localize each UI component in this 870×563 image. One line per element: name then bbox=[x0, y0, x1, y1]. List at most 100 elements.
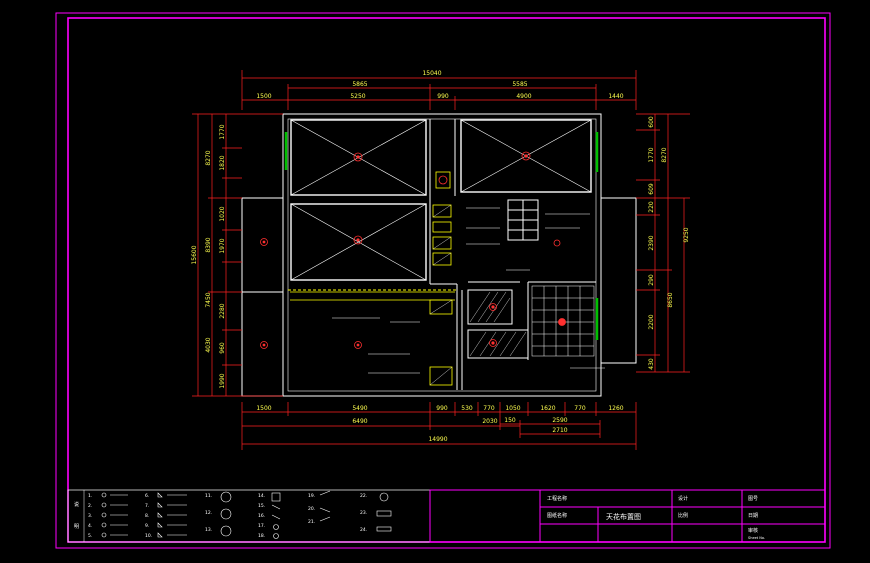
dim-right-mid-2: 8650 bbox=[667, 292, 674, 307]
tb-label-f: 日期 bbox=[748, 513, 758, 519]
legend-num-21: 21. bbox=[308, 519, 315, 525]
dimension-texts: 15040 5865 5585 1500 5250 990 4900 1440 … bbox=[191, 70, 690, 443]
legend-num-6: 6. bbox=[145, 493, 149, 499]
legend-num-5: 5. bbox=[88, 533, 92, 539]
ceiling-lights bbox=[260, 151, 566, 349]
legend-num-4: 4. bbox=[88, 523, 92, 529]
legend-num-2: 2. bbox=[88, 503, 92, 509]
title-block bbox=[429, 489, 826, 543]
legend-num-10: 10. bbox=[145, 533, 152, 539]
legend-num-24: 24. bbox=[360, 527, 367, 533]
dim-bottom-mid-1: 6490 bbox=[352, 418, 367, 425]
dim-right-detail-8: 430 bbox=[648, 358, 655, 370]
outer-frame bbox=[55, 12, 831, 549]
room-top-left bbox=[290, 119, 427, 196]
dim-right-detail-7: 2200 bbox=[648, 314, 655, 329]
legend-num-18: 18. bbox=[258, 533, 265, 539]
dim-top-mid-2: 5585 bbox=[512, 81, 527, 88]
dim-right-detail-1: 600 bbox=[648, 116, 655, 128]
floor-plan bbox=[241, 113, 637, 397]
tb-label-d: 比例 bbox=[678, 512, 688, 519]
corridor-fixtures bbox=[290, 171, 455, 386]
legend-panel: 说 明 bbox=[67, 489, 431, 543]
legend-num-8: 8. bbox=[145, 513, 149, 519]
bath-small bbox=[467, 289, 513, 325]
legend-num-11: 11. bbox=[205, 493, 212, 499]
tb-label-h: Sheet No. bbox=[748, 536, 765, 540]
legend-num-3: 3. bbox=[88, 513, 92, 519]
legend-num-9: 9. bbox=[145, 523, 149, 529]
dim-top-detail-1: 1500 bbox=[256, 93, 271, 100]
annotation-marks bbox=[332, 207, 605, 374]
room-top-right bbox=[460, 119, 592, 193]
room-middle-left bbox=[290, 203, 427, 281]
legend-label-2: 明 bbox=[74, 524, 79, 530]
tb-label-b: 图纸名称 bbox=[547, 512, 567, 519]
dim-bottom-mid-3: 2590 bbox=[552, 417, 567, 424]
fixture-hatching bbox=[429, 204, 453, 386]
dim-left-detail-7: 960 bbox=[219, 342, 226, 354]
legend-num-17: 17. bbox=[258, 523, 265, 529]
dim-bottom-detail-7: 1620 bbox=[540, 405, 555, 412]
dim-right-detail-4: 220 bbox=[648, 201, 655, 213]
dim-bottom-sub: 2710 bbox=[552, 427, 567, 434]
windows bbox=[284, 132, 599, 340]
legend-num-15: 15. bbox=[258, 503, 265, 509]
legend-label-1: 说 bbox=[74, 501, 79, 508]
legend-num-20: 20. bbox=[308, 506, 315, 512]
dim-left-detail-4: 1970 bbox=[219, 238, 226, 253]
dim-right-mid-1: 8270 bbox=[661, 147, 668, 162]
legend-num-12: 12. bbox=[205, 510, 212, 516]
dim-left-mid-2: 8390 bbox=[205, 237, 212, 252]
legend-num-1: 1. bbox=[88, 493, 92, 499]
dim-left-mid-1: 8270 bbox=[205, 150, 212, 165]
dim-left-overall: 15600 bbox=[191, 245, 198, 264]
legend-num-19: 19. bbox=[308, 493, 315, 499]
dim-bottom-detail-8: 770 bbox=[574, 405, 586, 412]
dim-left-detail-6: 4030 bbox=[205, 337, 212, 352]
dim-left-detail-5: 2280 bbox=[219, 303, 226, 318]
dim-top-detail-2: 5250 bbox=[350, 93, 365, 100]
dim-top-detail-5: 1440 bbox=[608, 93, 623, 100]
tb-label-c: 设计 bbox=[678, 495, 688, 502]
dim-right-detail-6: 290 bbox=[648, 274, 655, 286]
dim-right-detail-5: 2390 bbox=[648, 235, 655, 250]
legend-num-16: 16. bbox=[258, 513, 265, 519]
dim-bottom-detail-3: 990 bbox=[436, 405, 448, 412]
legend-numbers: 1. 2. 3. 4. 5. 6. 7. 8. 9. 10. 11. 12. 1… bbox=[88, 493, 367, 539]
dim-left-detail-1: 1770 bbox=[219, 124, 226, 139]
hatched-areas bbox=[469, 291, 527, 357]
left-wing bbox=[241, 197, 284, 397]
legend-num-14: 14. bbox=[258, 493, 265, 499]
legend-num-23: 23. bbox=[360, 510, 367, 516]
right-wing bbox=[600, 197, 637, 364]
dim-bottom-detail-2: 5490 bbox=[352, 405, 367, 412]
dim-left-detail-3: 1020 bbox=[219, 206, 226, 221]
dim-left-mid-3: 7450 bbox=[205, 292, 212, 307]
title-block-texts: 工程名称 图纸名称 天花布置图 设计 比例 图号 日期 审核 Sheet No. bbox=[547, 495, 765, 540]
dim-top-detail-3: 990 bbox=[437, 93, 449, 100]
legend-num-7: 7. bbox=[145, 503, 149, 509]
dim-bottom-overall: 14990 bbox=[428, 436, 447, 443]
dim-bottom-detail-1: 1500 bbox=[256, 405, 271, 412]
legend-symbols bbox=[101, 490, 392, 539]
tb-label-g: 审核 bbox=[748, 527, 758, 534]
dim-left-detail-8: 1990 bbox=[219, 373, 226, 388]
dim-bottom-detail-4: 530 bbox=[461, 405, 473, 412]
dim-bottom-mid-4: 150 bbox=[504, 417, 516, 424]
dim-right-detail-2: 1770 bbox=[648, 147, 655, 162]
legend-num-22: 22. bbox=[360, 493, 367, 499]
dim-top-detail-4: 4900 bbox=[516, 93, 531, 100]
tb-sheet-name: 天花布置图 bbox=[606, 512, 641, 521]
dim-bottom-detail-9: 1260 bbox=[608, 405, 623, 412]
dim-bottom-mid-2: 2030 bbox=[482, 418, 497, 425]
tb-label-e: 图号 bbox=[748, 496, 758, 502]
dim-bottom-detail-6: 1050 bbox=[505, 405, 520, 412]
tb-label-a: 工程名称 bbox=[547, 495, 567, 502]
legend-num-13: 13. bbox=[205, 527, 212, 533]
dim-left-detail-2: 1820 bbox=[219, 155, 226, 170]
dim-right-detail-3: 609 bbox=[648, 183, 655, 195]
dim-top-overall: 15040 bbox=[422, 70, 441, 77]
dim-bottom-detail-5: 770 bbox=[483, 405, 495, 412]
